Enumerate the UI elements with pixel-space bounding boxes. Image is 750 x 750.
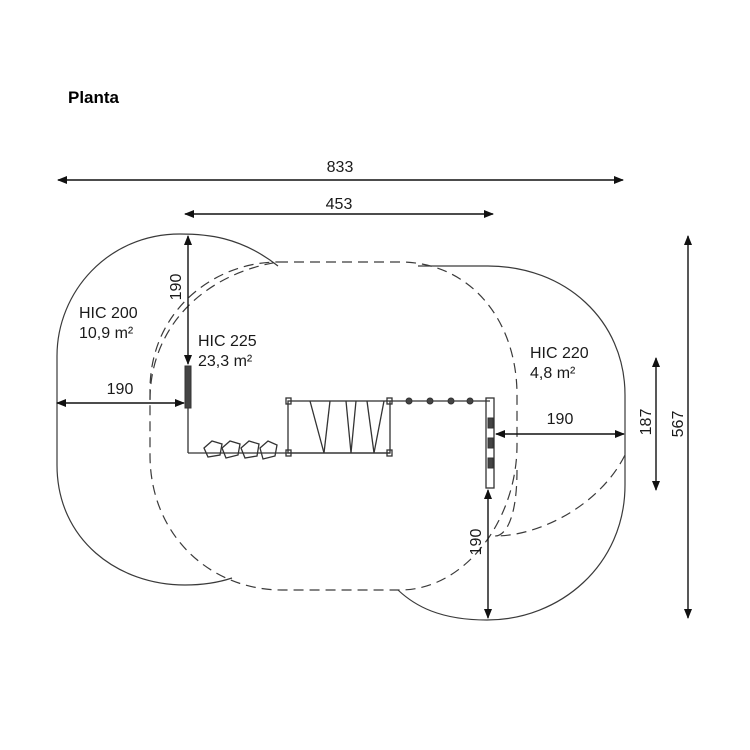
left-panel: [184, 365, 192, 409]
bar-1: [309, 400, 325, 454]
hic225-zone-outline: [149, 261, 518, 591]
beam-node-2: [426, 397, 434, 405]
beam-node-1: [405, 397, 413, 405]
play-structure: [184, 365, 495, 489]
bar-3b: [373, 400, 385, 454]
left-depth-label: 190: [107, 381, 134, 398]
post-cap-3: [285, 449, 292, 457]
stepping-stone-3: [240, 440, 260, 459]
hic220-value: 4,8 m²: [530, 365, 576, 382]
stepping-stone-4: [259, 440, 278, 460]
right-depth-label: 190: [547, 411, 574, 428]
hic200-value: 10,9 m²: [79, 325, 134, 342]
inner-width-label: 453: [326, 196, 353, 213]
hic225-value: 23,3 m²: [198, 353, 253, 370]
bar-2b: [350, 400, 357, 454]
right-climbing-wall: [485, 397, 495, 489]
top-depth-label: 190: [168, 274, 185, 301]
beam-node-3: [447, 397, 455, 405]
beam-node-4: [466, 397, 474, 405]
hic225-label: HIC 225: [198, 333, 257, 350]
hic220-label: HIC 220: [530, 345, 589, 362]
post-cap-4: [386, 449, 393, 457]
stepping-stone-1: [203, 440, 223, 458]
hold-3: [487, 457, 494, 469]
bar-1b: [323, 400, 331, 454]
total-width-label: 833: [327, 159, 354, 176]
monkey-bars-frame: [287, 400, 391, 454]
bar-3: [366, 400, 375, 454]
stepping-stone-2: [221, 440, 241, 459]
hold-1: [487, 417, 494, 429]
bottom-depth-label: 190: [468, 529, 485, 556]
hold-2: [487, 437, 494, 449]
post-cap-1: [285, 397, 292, 405]
bar-2: [345, 400, 352, 454]
post-cap-2: [386, 397, 393, 405]
hic220-zone-outline: [397, 265, 626, 621]
right-small-label: 187: [638, 409, 655, 436]
hic220-inner-dashed: [494, 454, 626, 537]
page-title: Planta: [68, 88, 120, 107]
total-height-label: 567: [670, 411, 687, 438]
hic200-label: HIC 200: [79, 305, 138, 322]
hic200-zone-outline: [56, 233, 279, 586]
